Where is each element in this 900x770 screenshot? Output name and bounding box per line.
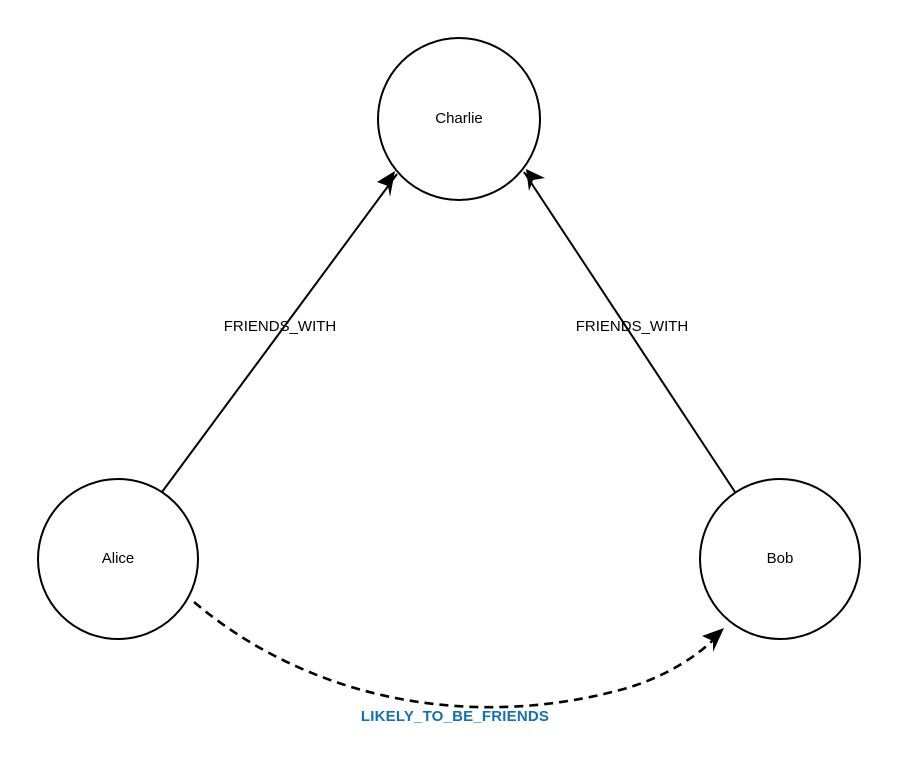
arrowhead-alice-bob: [702, 628, 724, 652]
node-charlie-circle[interactable]: [377, 37, 541, 201]
node-alice-circle[interactable]: [37, 478, 199, 640]
edge-line-alice-bob: [193, 601, 721, 709]
edge-alice-charlie[interactable]: [161, 171, 398, 493]
node-bob-circle[interactable]: [699, 478, 861, 640]
edge-label-bob-charlie: FRIENDS_WITH: [576, 318, 689, 335]
arrowhead-bob-charlie: [526, 169, 545, 191]
node-bob-label: Bob: [767, 550, 794, 567]
edge-label-alice-charlie: FRIENDS_WITH: [224, 318, 337, 335]
edge-line-bob-charlie: [523, 171, 736, 493]
arrowhead-alice-charlie: [377, 171, 395, 197]
edge-bob-charlie[interactable]: [523, 169, 736, 493]
edge-line-alice-charlie: [161, 173, 398, 493]
node-alice-label: Alice: [102, 550, 135, 567]
edge-label-alice-bob: LIKELY_TO_BE_FRIENDS: [361, 708, 549, 725]
node-charlie-label: Charlie: [435, 110, 483, 127]
node-alice[interactable]: Alice: [37, 478, 199, 640]
edge-alice-bob[interactable]: [193, 601, 724, 709]
node-charlie[interactable]: Charlie: [377, 37, 541, 201]
node-bob[interactable]: Bob: [699, 478, 861, 640]
